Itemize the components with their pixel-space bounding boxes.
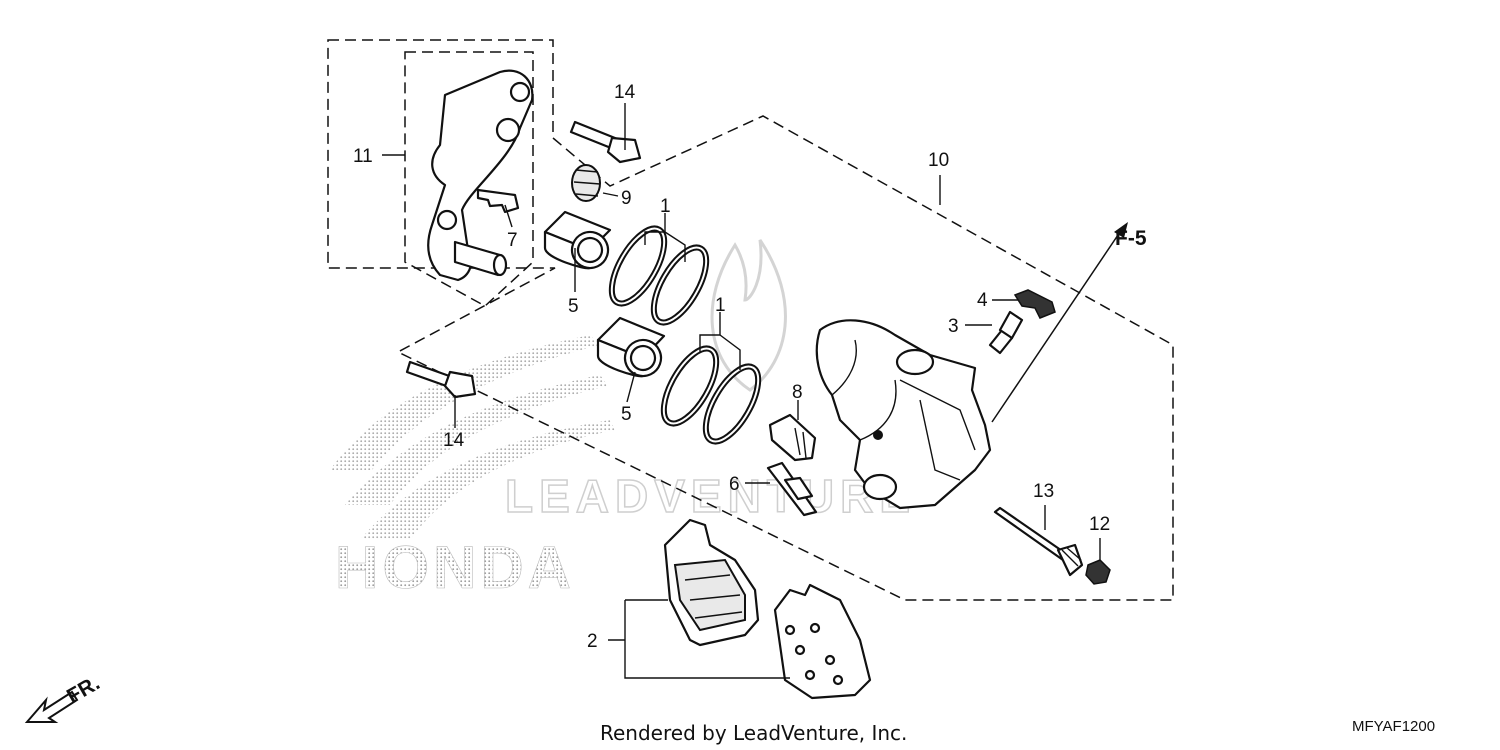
- pad-clip-part: [476, 188, 520, 214]
- callout-5-lower: 5: [621, 404, 632, 425]
- caliper-bracket-part: [427, 69, 534, 282]
- piston-lower-part: [596, 316, 666, 378]
- callout-1-upper: 1: [660, 196, 671, 217]
- callout-4: 4: [977, 290, 988, 311]
- callout-14-upper: 14: [614, 82, 636, 103]
- callout-1-lower: 1: [715, 295, 726, 316]
- caliper-body-part: [815, 319, 992, 510]
- brake-pad-front-part: [663, 518, 760, 647]
- reference-label-f5: F-5: [1115, 227, 1147, 250]
- diagram-code: MFYAF1200: [1352, 718, 1435, 735]
- honda-wing-watermark: [330, 335, 615, 540]
- callout-2: 2: [587, 631, 598, 652]
- brake-pad-rear-part: [773, 583, 872, 700]
- callout-13: 13: [1033, 481, 1054, 502]
- leader-lines: [382, 103, 1101, 679]
- callout-3: 3: [948, 316, 959, 337]
- bolt-lower-part: [405, 360, 477, 399]
- honda-watermark: HONDA: [335, 534, 575, 601]
- callout-9: 9: [621, 188, 632, 209]
- leadventure-watermark: LEADVENTURE: [505, 470, 916, 522]
- pin-plug-part: [1085, 559, 1111, 585]
- callout-12: 12: [1089, 514, 1110, 535]
- callout-8: 8: [792, 382, 803, 403]
- bleeder-screw-part: [988, 310, 1024, 355]
- pad-pin-part: [993, 506, 1084, 577]
- callout-11: 11: [353, 146, 373, 167]
- front-direction-arrow-icon: [24, 690, 79, 723]
- callout-5-upper: 5: [568, 296, 579, 317]
- callout-14-lower: 14: [443, 430, 465, 451]
- caliper-bracket-group-outline: [327, 39, 1174, 601]
- callout-10: 10: [928, 150, 949, 171]
- piston-upper-part: [543, 210, 612, 270]
- seal-set-upper-part: [608, 225, 710, 326]
- pad-spring-part: [766, 461, 818, 517]
- seal-set-lower-part: [660, 345, 762, 445]
- bleeder-cap-part: [1013, 289, 1056, 319]
- pin-bolt-part: [768, 413, 817, 462]
- footer-credit: Rendered by LeadVenture, Inc.: [600, 721, 907, 745]
- callout-7: 7: [507, 230, 518, 251]
- bolt-upper-part: [569, 120, 642, 164]
- callout-6: 6: [729, 474, 740, 495]
- boot-part: [571, 164, 601, 202]
- leadventure-flame-watermark: [710, 239, 787, 392]
- bracket-subgroup-outline: [404, 51, 534, 307]
- reference-arrow-icon: [991, 222, 1128, 423]
